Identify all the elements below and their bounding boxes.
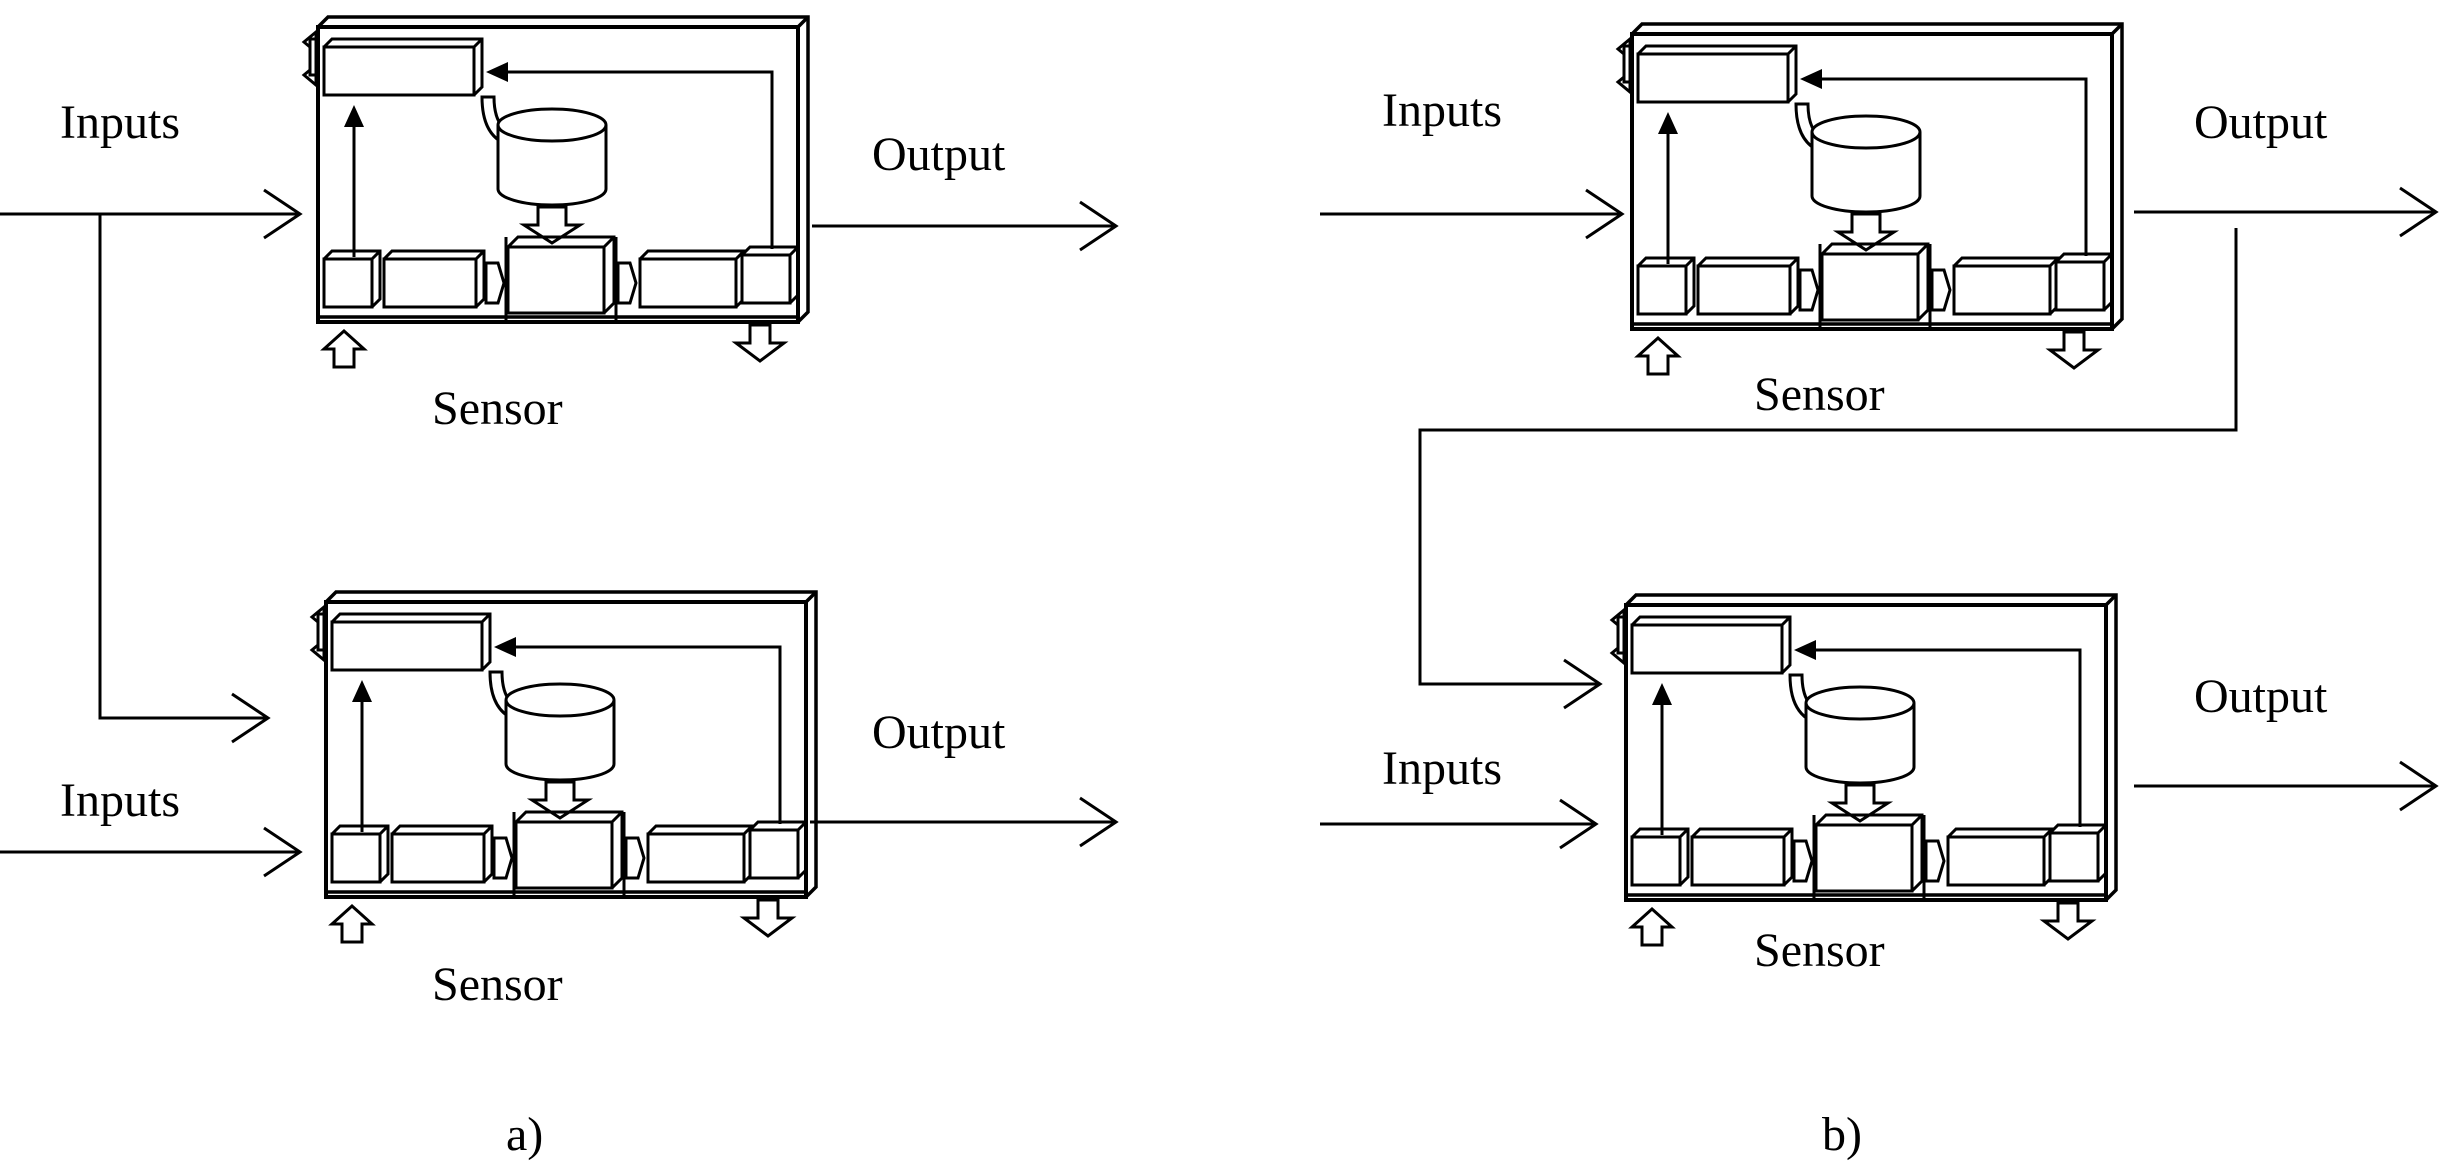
output-arrow-b-top <box>2134 186 2439 238</box>
panel-a: Inputs Output Sensor Inputs Output Senso… <box>0 15 1119 1161</box>
sensor-label-a-top: Sensor <box>432 382 563 435</box>
input-arrow-b-bottom <box>1320 798 1599 850</box>
output-label-a-top: Output <box>872 128 1006 181</box>
input-arrow-a-top <box>0 188 303 240</box>
panel-b: Inputs Output Sensor Inputs Output Senso… <box>1320 22 2439 1161</box>
input-branch-a <box>98 214 271 744</box>
output-arrow-a-bottom <box>810 796 1119 848</box>
output-label-b-bottom: Output <box>2194 670 2328 723</box>
panel-b-caption: b) <box>1822 1108 1862 1161</box>
sensor-label-b-top: Sensor <box>1754 368 1885 421</box>
output-arrow-b-bottom <box>2134 760 2439 812</box>
sensor-module-b-bottom <box>1610 593 2118 947</box>
output-arrow-a-top <box>812 200 1119 252</box>
sensor-module-a-bottom <box>310 590 818 944</box>
sensor-module-a-top <box>302 15 810 369</box>
inputs-label-b-top: Inputs <box>1382 84 1502 137</box>
input-arrow-a-bottom <box>0 826 303 878</box>
sensor-module-b-top <box>1616 22 2124 376</box>
sensor-label-b-bottom: Sensor <box>1754 924 1885 977</box>
output-label-b-top: Output <box>2194 96 2328 149</box>
panel-a-caption: a) <box>506 1108 543 1161</box>
input-arrow-b-top <box>1320 188 1625 240</box>
inputs-label-b-bottom: Inputs <box>1382 742 1502 795</box>
cascade-connection-b <box>1418 228 2238 710</box>
sensor-label-a-bottom: Sensor <box>432 958 563 1011</box>
output-label-a-bottom: Output <box>872 706 1006 759</box>
inputs-label-a-bottom: Inputs <box>60 774 180 827</box>
inputs-label-a-top: Inputs <box>60 96 180 149</box>
